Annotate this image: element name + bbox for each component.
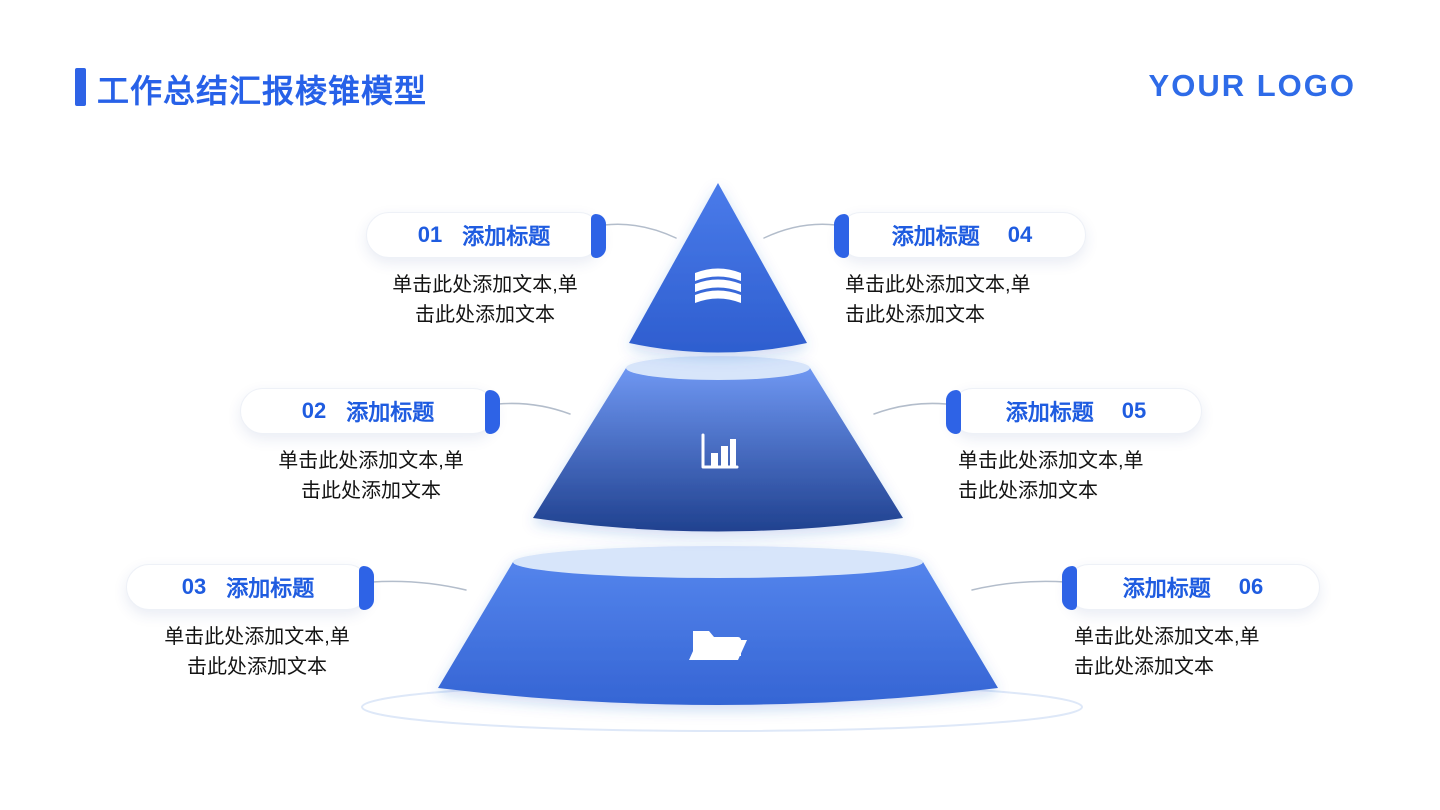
folder-icon <box>689 631 747 660</box>
callout-body-05[interactable]: 单击此处添加文本,单击此处添加文本 <box>958 450 1144 502</box>
connector-5 <box>873 402 947 415</box>
pyramid-tier-middle <box>533 356 903 532</box>
callout-title: 添加标题 <box>1005 400 1094 425</box>
callout-title: 添加标题 <box>1122 576 1211 601</box>
callout-pill-04[interactable]: 添加标题 04 <box>834 212 1086 258</box>
callout-number: 04 <box>1007 222 1033 247</box>
callout-number: 06 <box>1238 574 1264 599</box>
callout-pill-03[interactable]: 03 添加标题 <box>126 564 374 610</box>
callout-pill-06[interactable]: 添加标题 06 <box>1062 564 1320 610</box>
callout-title: 添加标题 <box>462 224 551 249</box>
callout-body-02[interactable]: 单击此处添加文本,单击此处添加文本 <box>278 450 464 502</box>
callout-title: 添加标题 <box>891 224 980 249</box>
connector-4 <box>763 223 837 239</box>
callout-body-03[interactable]: 单击此处添加文本,单击此处添加文本 <box>164 626 350 678</box>
callout-pill-01[interactable]: 01 添加标题 <box>366 212 606 258</box>
pill-bracket <box>1062 566 1077 610</box>
callout-number: 02 <box>301 398 327 423</box>
connector-3 <box>371 580 467 591</box>
pyramid-tier-top <box>629 183 807 353</box>
pill-bracket <box>591 214 606 258</box>
callout-title: 添加标题 <box>346 400 435 425</box>
title-accent-bar <box>75 68 86 106</box>
bar-chart-icon <box>701 433 739 469</box>
connector-lines <box>371 223 1067 591</box>
callout-body-01[interactable]: 单击此处添加文本,单击此处添加文本 <box>392 274 578 326</box>
pill-bracket <box>359 566 374 610</box>
callout-number: 05 <box>1121 398 1147 423</box>
pill-bracket <box>946 390 961 434</box>
connector-6 <box>971 580 1067 591</box>
callout-number: 01 <box>417 222 443 247</box>
callout-pill-02[interactable]: 02 添加标题 <box>240 388 500 434</box>
callout-number: 03 <box>181 574 207 599</box>
connector-1 <box>603 223 677 239</box>
callout-title: 添加标题 <box>226 576 315 601</box>
page-title: 工作总结汇报棱锥模型 <box>97 73 428 109</box>
books-icon <box>695 268 741 303</box>
pill-bracket <box>834 214 849 258</box>
callout-pill-05[interactable]: 添加标题 05 <box>946 388 1202 434</box>
callout-body-04[interactable]: 单击此处添加文本,单击此处添加文本 <box>845 274 1031 326</box>
logo-text: YOUR LOGO <box>1148 68 1356 103</box>
pill-bracket <box>485 390 500 434</box>
pyramid-tier-bottom <box>438 546 998 705</box>
connector-2 <box>497 402 571 415</box>
callout-body-06[interactable]: 单击此处添加文本,单击此处添加文本 <box>1074 626 1260 678</box>
